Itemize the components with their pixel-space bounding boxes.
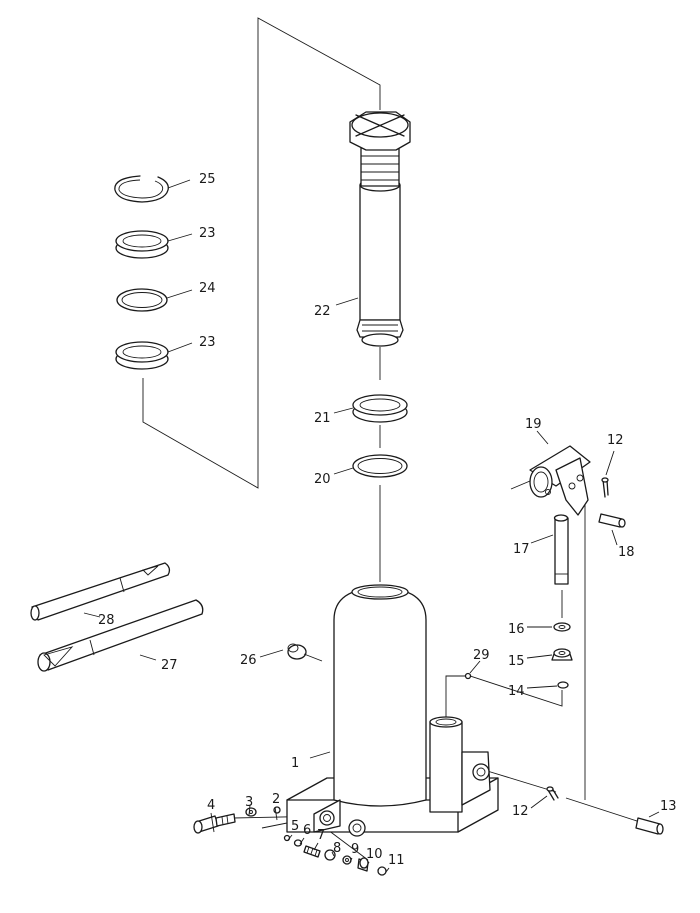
label-14: 14	[508, 684, 525, 699]
pin-17	[553, 514, 569, 585]
label-19: 19	[525, 417, 542, 432]
oring-14	[557, 681, 569, 689]
leader-lines	[83, 179, 660, 873]
label-11: 11	[388, 853, 405, 868]
screw-10	[357, 857, 369, 872]
ring-23-upper	[115, 230, 169, 259]
label-7: 7	[317, 828, 325, 843]
label-4: 4	[207, 798, 215, 813]
label-23-upper: 23	[199, 226, 216, 241]
label-16: 16	[508, 622, 525, 637]
label-25: 25	[199, 172, 216, 187]
ball-29	[464, 672, 472, 680]
release-screw-4	[193, 813, 236, 834]
split-ring-25	[114, 175, 169, 203]
ram-and-screw	[349, 111, 411, 347]
label-12-lower: 12	[512, 804, 529, 819]
pin-13	[635, 817, 664, 835]
label-21: 21	[314, 411, 331, 426]
callout-labels: 25 23 24 23 22 21 20 19 12 18 17 16 15 1…	[98, 172, 677, 868]
spring-7	[303, 845, 321, 858]
seat-6	[293, 839, 303, 847]
washer-16	[553, 622, 571, 632]
nut-15	[551, 648, 573, 661]
label-3: 3	[245, 795, 253, 810]
washer-9	[342, 855, 352, 865]
label-17: 17	[513, 542, 530, 557]
handle-27	[37, 599, 204, 672]
cotter-12-upper	[601, 477, 609, 498]
ring-20	[352, 454, 408, 478]
label-5: 5	[291, 819, 299, 834]
oil-plug-26	[287, 643, 323, 662]
ring-23-lower	[115, 341, 169, 370]
label-26: 26	[240, 653, 257, 668]
label-12-upper: 12	[607, 433, 624, 448]
label-13: 13	[660, 799, 677, 814]
label-28: 28	[98, 613, 115, 628]
label-24: 24	[199, 281, 216, 296]
pin-18	[598, 513, 626, 528]
label-15: 15	[508, 654, 525, 669]
jack-body	[286, 584, 499, 837]
label-18: 18	[618, 545, 635, 560]
label-23-lower: 23	[199, 335, 216, 350]
label-9: 9	[351, 842, 359, 857]
ring-24	[116, 288, 168, 312]
label-8: 8	[333, 841, 341, 856]
label-20: 20	[314, 472, 331, 487]
socket-19	[510, 445, 591, 516]
washer-3	[245, 807, 257, 817]
handle-28	[30, 562, 171, 621]
label-22: 22	[314, 304, 331, 319]
label-27: 27	[161, 658, 178, 673]
ring-21	[352, 394, 408, 423]
label-6: 6	[303, 823, 311, 838]
label-1: 1	[291, 756, 299, 771]
cotter-12-lower	[546, 786, 559, 801]
label-29: 29	[473, 648, 490, 663]
label-2: 2	[272, 792, 280, 807]
ball-11	[377, 866, 387, 876]
label-10: 10	[366, 847, 383, 862]
